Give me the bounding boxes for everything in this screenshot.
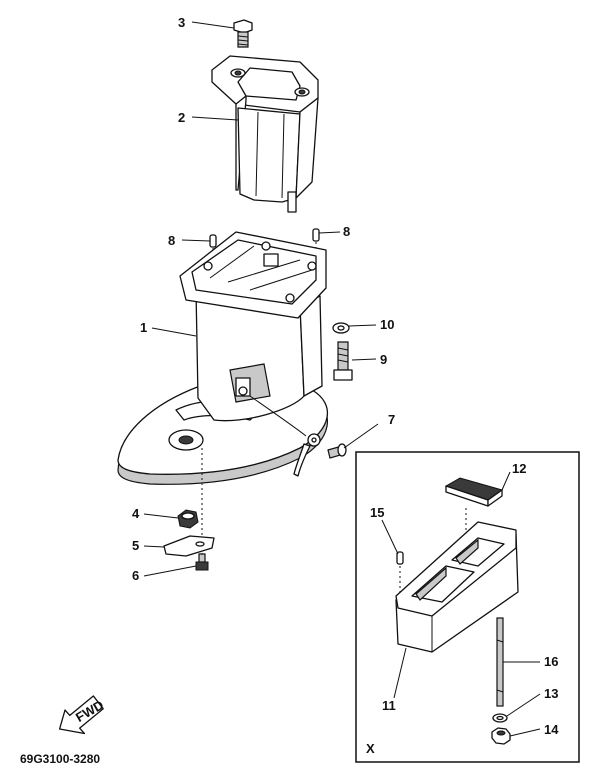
part-6-bolt <box>195 553 209 571</box>
part-3-bolt <box>233 19 253 48</box>
part-4-nut <box>177 509 199 529</box>
callout-3: 3 <box>178 15 185 30</box>
callout-11: 11 <box>382 698 396 713</box>
part-2-upper-sleeve <box>211 55 319 213</box>
part-9-bolt <box>333 341 353 381</box>
callout-2: 2 <box>178 110 185 125</box>
callout-labels: 3 2 1 8 8 10 9 7 4 5 6 12 15 11 16 13 14 <box>132 15 559 737</box>
part-7-ground-lead <box>249 395 347 477</box>
callout-15: 15 <box>370 505 384 520</box>
part-13-washer <box>492 713 508 723</box>
callout-7: 7 <box>388 412 395 427</box>
leader-lines <box>143 21 541 737</box>
callout-1: 1 <box>140 320 147 335</box>
callout-14: 14 <box>544 722 559 737</box>
callout-8-left: 8 <box>168 233 175 248</box>
inset-detail-x: X <box>355 451 580 763</box>
callout-4: 4 <box>132 506 140 521</box>
part-1-upper-casing <box>117 231 329 485</box>
part-10-washer <box>332 322 350 334</box>
inset-label: X <box>366 741 375 756</box>
part-11-spacer <box>395 521 519 653</box>
callout-16: 16 <box>544 654 558 669</box>
callout-10: 10 <box>380 317 394 332</box>
callout-9: 9 <box>380 352 387 367</box>
callout-6: 6 <box>132 568 139 583</box>
part-16-stud <box>496 617 504 707</box>
part-15-pin <box>396 551 404 592</box>
callout-8-right: 8 <box>343 224 350 239</box>
fwd-direction-arrow: FWD <box>58 695 106 735</box>
callout-13: 13 <box>544 686 558 701</box>
diagram-code: 69G3100-3280 <box>20 752 100 766</box>
callout-5: 5 <box>132 538 139 553</box>
callout-12: 12 <box>512 461 526 476</box>
part-5-gasket <box>163 535 215 557</box>
part-14-nut <box>491 727 511 745</box>
part-12-pad <box>444 477 504 507</box>
